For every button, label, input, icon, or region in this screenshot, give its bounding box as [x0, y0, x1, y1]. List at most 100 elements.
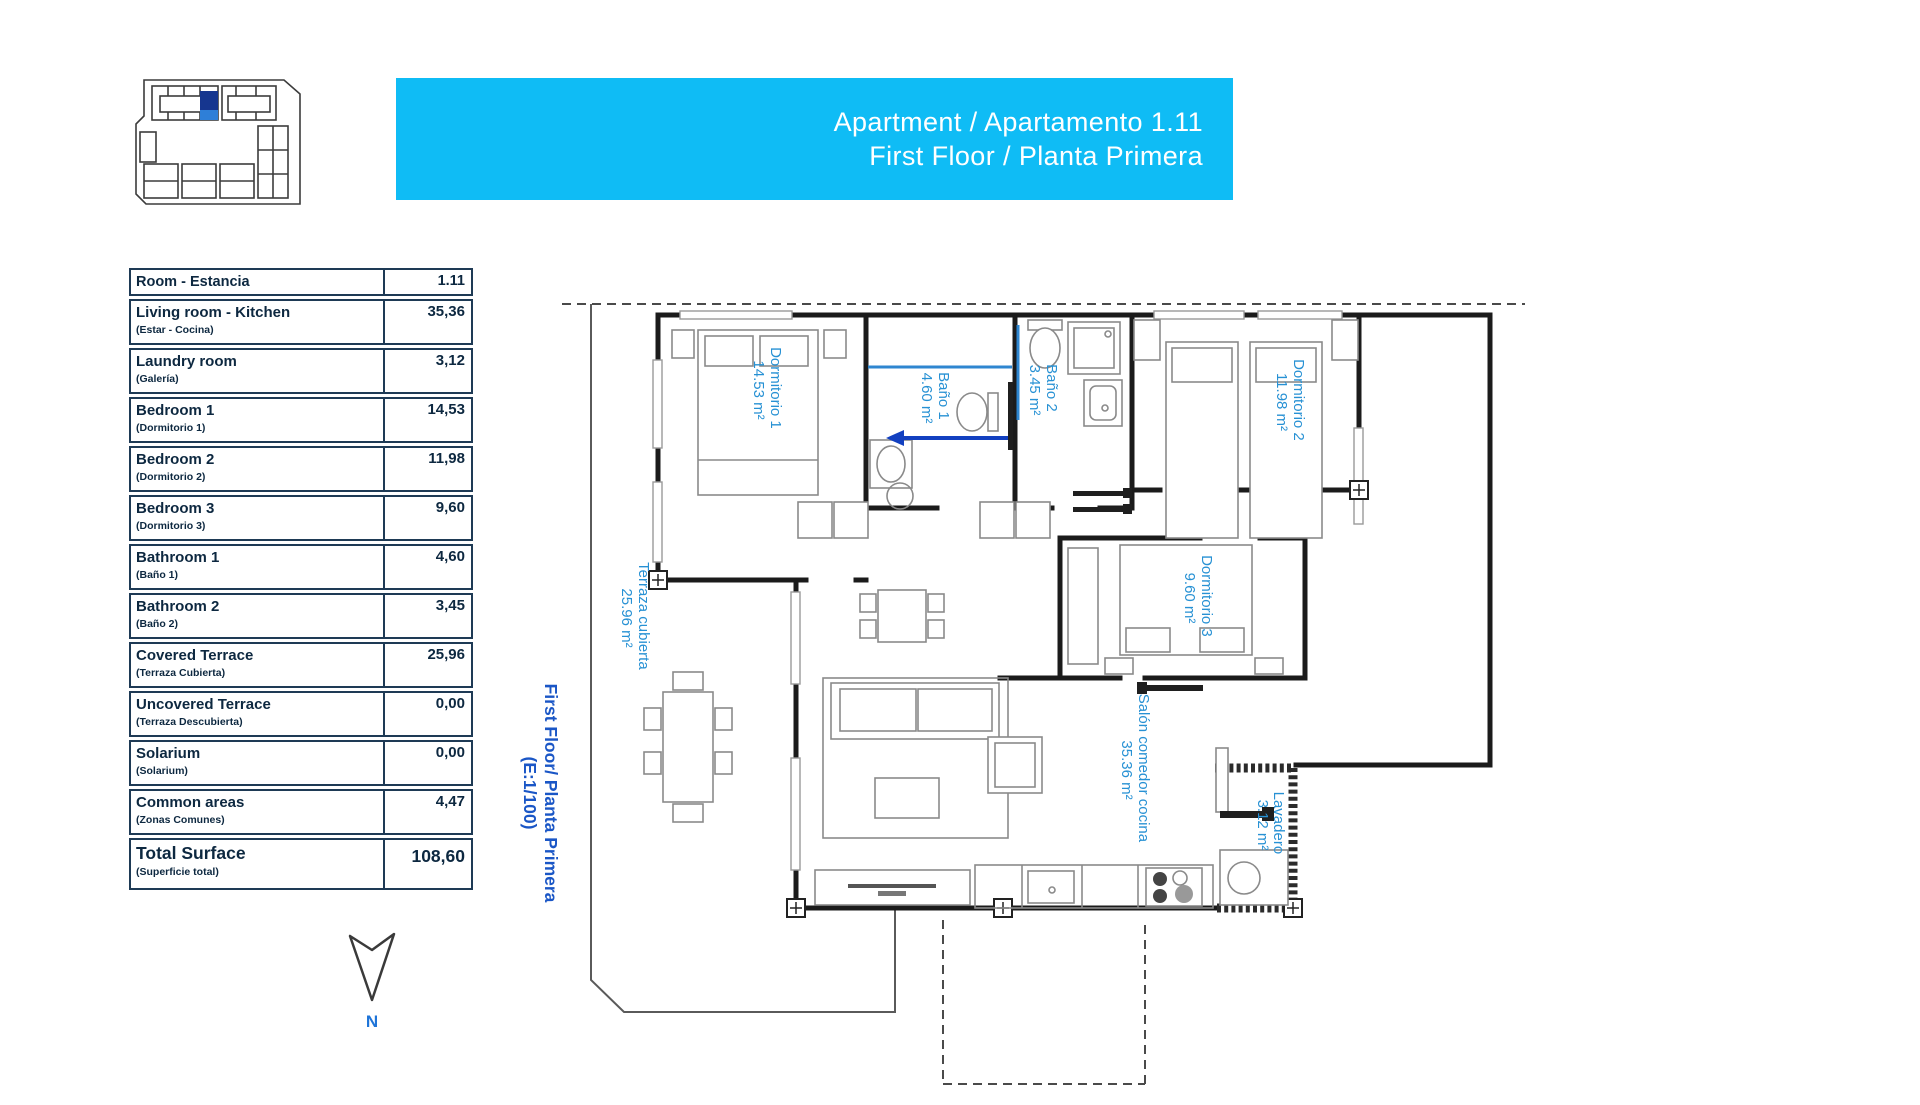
banner-line-2: First Floor / Planta Primera — [869, 141, 1203, 171]
uncovered-area-dashed — [942, 920, 1146, 1085]
floor-plan: Dormitorio 1 14.53 m² Baño 1 4.60 m² Bañ… — [560, 290, 1530, 1105]
room-label: Salón comedor cocina 35.36 m² — [1118, 694, 1152, 847]
row-value: 3,45 — [435, 597, 465, 614]
row-value: 4,47 — [435, 793, 465, 810]
row-sublabel: (Dormitorio 1) — [136, 422, 206, 434]
armchair-icon — [987, 736, 1043, 794]
row-label: Covered Terrace — [136, 647, 254, 664]
wardrobe-icon — [797, 501, 833, 539]
table-row: Common areas (Zonas Comunes) 4,47 — [129, 789, 473, 835]
room-label: Lavadero 3.12 m² — [1254, 792, 1287, 859]
building-key-plan — [116, 70, 314, 233]
table-header-label: Room - Estancia — [136, 274, 250, 290]
row-label: Bedroom 2 — [136, 451, 215, 468]
row-label: Bedroom 1 — [136, 402, 215, 419]
door-leaf — [1220, 811, 1266, 818]
bathroom2-fixtures — [1016, 319, 1123, 427]
key-plan-drawing — [135, 79, 301, 205]
sliding-door-icon — [1073, 507, 1127, 512]
table-row: Bathroom 2 (Baño 2) 3,45 — [129, 593, 473, 639]
row-sublabel: (Galería) — [136, 373, 179, 385]
bed-icon — [1119, 544, 1253, 656]
room-label: Baño 1 4.60 m² — [918, 372, 952, 424]
sofa-icon — [830, 682, 1000, 740]
north-arrow-icon — [348, 932, 396, 1002]
row-label: Laundry room — [136, 353, 237, 370]
table-header-row: Room - Estancia 1.11 — [129, 268, 473, 296]
twin-beds-icon — [1133, 319, 1359, 539]
total-label: Total Surface — [136, 843, 246, 863]
sliding-door-icon — [1073, 491, 1127, 496]
row-value: 4,60 — [435, 548, 465, 565]
banner-line-1: Apartment / Apartamento 1.11 — [833, 107, 1203, 137]
row-value: 14,53 — [427, 401, 465, 418]
row-label: Common areas — [136, 794, 245, 811]
bedroom3-furniture — [1067, 544, 1284, 694]
ceiling-light-icon — [886, 482, 914, 510]
row-label: Bathroom 2 — [136, 598, 220, 615]
bed-double-icon — [671, 329, 847, 496]
row-sublabel: (Terraza Cubierta) — [136, 667, 226, 679]
toilet-icon — [956, 392, 988, 432]
title-banner: Apartment / Apartamento 1.11 First Floor… — [396, 78, 1233, 200]
dining-table-icon — [859, 589, 945, 643]
table-row: Uncovered Terrace(Terraza Descubierta) 0… — [129, 691, 473, 737]
row-value: 9,60 — [435, 499, 465, 516]
row-value: 3,12 — [435, 352, 465, 369]
living-room-furniture — [814, 677, 1043, 906]
washing-machine-icon — [1219, 849, 1289, 906]
hallway-fittings — [797, 482, 1132, 539]
floor-caption: First Floor/ Planta Primera (E:1/100) — [519, 661, 561, 925]
floor-caption-line2: (E:1/100) — [520, 756, 540, 830]
wardrobe-icon — [979, 501, 1015, 539]
row-value: 25,96 — [427, 646, 465, 663]
room-label: Dormitorio 2 11.98 m² — [1273, 359, 1307, 445]
north-label: N — [366, 1012, 378, 1031]
laundry-fittings — [1215, 747, 1289, 906]
table-total-row: Total Surface(Superficie total) 108,60 — [129, 838, 473, 890]
kitchen-sink-icon — [1027, 870, 1075, 904]
table-row: Solarium (Solarium) 0,00 — [129, 740, 473, 786]
surface-table: Room - Estancia 1.11 Living room - Kitch… — [129, 268, 473, 893]
room-label: Baño 2 3.45 m² — [1026, 364, 1060, 416]
row-value: 35,36 — [427, 303, 465, 320]
row-label: Living room - Kitchen — [136, 304, 291, 321]
row-label: Uncovered Terrace — [136, 696, 271, 713]
kitchen-counter — [974, 864, 1214, 909]
laundry-louver-wall — [1215, 763, 1298, 913]
row-sublabel: (Dormitorio 3) — [136, 520, 206, 532]
lower-units — [143, 125, 289, 199]
highlighted-unit — [200, 91, 218, 120]
row-value: 0,00 — [435, 744, 465, 761]
table-row: Bedroom 3 (Dormitorio 3) 9,60 — [129, 495, 473, 541]
row-sublabel: (Estar - Cocina) — [136, 324, 214, 336]
terrace-outline — [590, 304, 896, 1013]
row-label: Bathroom 1 — [136, 549, 220, 566]
row-sublabel: (Baño 2) — [136, 618, 178, 630]
door-leaf — [1137, 682, 1147, 694]
table-row: Laundry room (Galería) 3,12 — [129, 348, 473, 394]
row-sublabel: (Zonas Comunes) — [136, 814, 225, 826]
total-sublabel: (Superficie total) — [136, 866, 219, 878]
coffee-table-icon — [874, 777, 940, 819]
row-value: 11,98 — [428, 450, 465, 467]
room-label: Dormitorio 3 9.60 m² — [1181, 555, 1215, 641]
row-label: Solarium — [136, 745, 201, 762]
table-row: Living room - Kitchen (Estar - Cocina) 35… — [129, 299, 473, 345]
row-value: 0,00 — [435, 695, 465, 712]
floor-caption-line1: First Floor/ Planta Primera — [541, 683, 561, 903]
table-row: Covered Terrace (Terraza Cubierta) 25,96 — [129, 642, 473, 688]
stair-block — [139, 131, 157, 163]
wall-junction-markers — [648, 480, 1369, 918]
row-sublabel: (Dormitorio 2) — [136, 471, 206, 483]
shower-tray-icon — [1067, 321, 1121, 375]
room-label: Dormitorio 1 14.53 m² — [750, 347, 784, 433]
row-label: Bedroom 3 — [136, 500, 215, 517]
table-row: Bedroom 2 (Dormitorio 2) 11,98 — [129, 446, 473, 492]
row-sublabel: (Solarium) — [136, 765, 188, 777]
terrace-table-icon — [643, 671, 733, 823]
table-row: Bathroom 1 (Baño 1) 4,60 — [129, 544, 473, 590]
row-sublabel: (Baño 1) — [136, 569, 178, 581]
wardrobe-icon — [833, 501, 869, 539]
bathroom1-fixtures — [868, 365, 1013, 489]
